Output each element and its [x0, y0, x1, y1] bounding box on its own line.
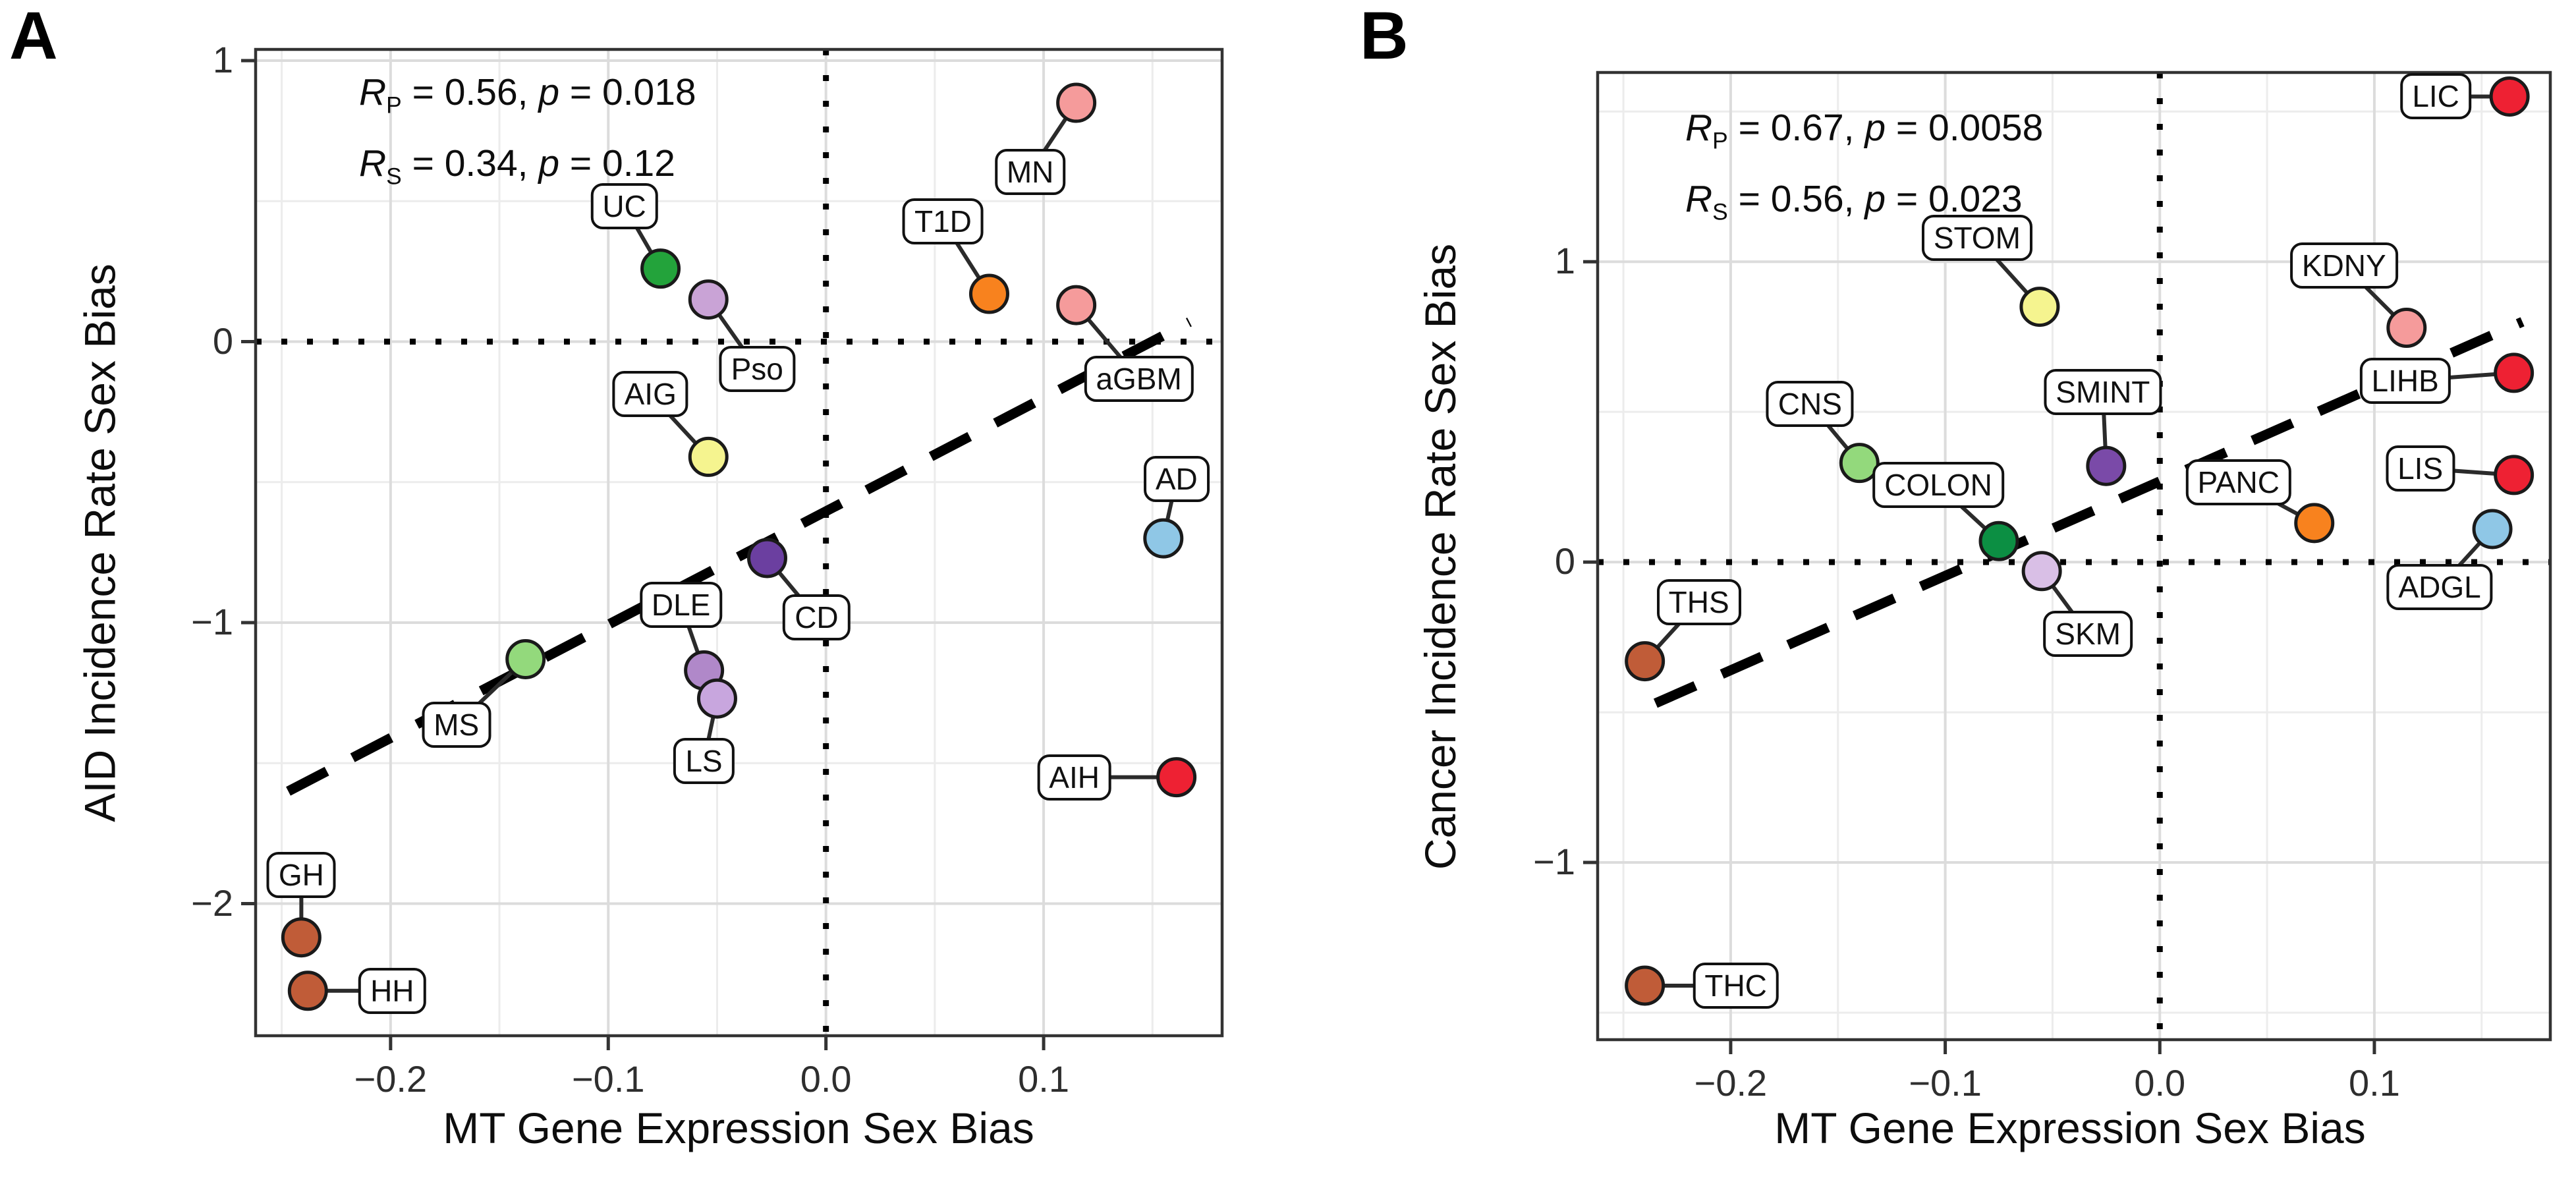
data-point-ADGL: [2472, 509, 2513, 549]
x-tick-label: −0.2: [1694, 1062, 1768, 1104]
point-label-AIG: AIG: [612, 371, 688, 418]
data-point-THS: [1625, 641, 1666, 682]
point-label-LIHB: LIHB: [2359, 357, 2451, 404]
data-point-AIG: [688, 436, 729, 477]
data-point-PANC: [2294, 503, 2335, 544]
y-tick-label: 1: [212, 39, 233, 81]
data-point-KDNY: [2386, 308, 2427, 349]
panel-B-border: [1596, 70, 2552, 1042]
point-label-Pso: Pso: [719, 345, 795, 392]
y-tick-label: −1: [191, 601, 233, 643]
data-point-AD: [1143, 518, 1184, 559]
point-label-THS: THS: [1656, 578, 1741, 625]
point-label-KDNY: KDNY: [2289, 242, 2398, 289]
y-tick-label: −1: [1533, 841, 1575, 883]
panel-a-x-axis-title: MT Gene Expression Sex Bias: [443, 1104, 1034, 1152]
data-point-CD: [746, 538, 787, 578]
data-point-Pso: [688, 279, 729, 320]
x-tick-label: 0.0: [2134, 1062, 2186, 1104]
point-label-T1D: T1D: [903, 198, 984, 245]
data-point-UC: [640, 248, 681, 289]
panel-b-x-axis-title: MT Gene Expression Sex Bias: [1774, 1104, 2366, 1152]
data-point-LIC: [2489, 76, 2530, 117]
point-label-SMINT: SMINT: [2044, 369, 2162, 416]
y-tick-label: −2: [191, 882, 233, 924]
trend-line: [1653, 317, 2525, 708]
x-tick-label: −0.1: [1909, 1062, 1982, 1104]
point-label-STOM: STOM: [1921, 214, 2032, 261]
point-label-DLE: DLE: [639, 581, 723, 628]
data-point-SKM: [2021, 551, 2062, 592]
y-tick-label: 0: [1554, 540, 1575, 582]
point-label-aGBM: aGBM: [1084, 356, 1194, 403]
panel-B-background: [1598, 72, 2550, 1040]
point-label-ADGL: ADGL: [2386, 563, 2493, 610]
y-tick-label: 1: [1554, 240, 1575, 282]
data-point-THC: [1625, 965, 1666, 1006]
data-point-HH: [287, 971, 328, 1011]
point-label-COLON: COLON: [1872, 462, 2004, 509]
data-point-T1D: [968, 273, 1009, 314]
point-label-THC: THC: [1693, 962, 1779, 1009]
data-point-GH: [281, 917, 322, 958]
x-tick-label: 0.1: [1018, 1058, 1069, 1100]
panel-b-letter: B: [1360, 0, 1409, 73]
point-label-SKM: SKM: [2043, 610, 2133, 657]
point-label-LIS: LIS: [2386, 445, 2455, 492]
x-tick-label: −0.1: [571, 1058, 645, 1100]
point-label-UC: UC: [590, 183, 658, 229]
point-label-GH: GH: [266, 851, 336, 898]
point-label-LS: LS: [673, 738, 735, 785]
data-point-aGBM: [1056, 285, 1097, 325]
x-tick-label: 0.0: [800, 1058, 852, 1100]
data-point-LIS: [2494, 455, 2534, 495]
data-point-AIH: [1156, 757, 1197, 798]
data-point-STOM: [2019, 287, 2060, 327]
data-point-LS: [696, 678, 737, 719]
x-tick-label: 0.1: [2349, 1062, 2400, 1104]
panel-b-y-axis-title: Cancer Incidence Rate Sex Bias: [1416, 243, 1465, 870]
point-label-HH: HH: [358, 967, 426, 1014]
panel-A-background: [256, 49, 1222, 1036]
panel-A-border: [254, 47, 1224, 1038]
point-label-CD: CD: [783, 594, 851, 640]
data-point-MN: [1056, 82, 1097, 123]
point-label-CNS: CNS: [1766, 380, 1854, 427]
y-tick-label: 0: [212, 320, 233, 362]
point-label-MN: MN: [994, 149, 1066, 196]
panel-a-letter: A: [9, 0, 58, 73]
point-label-PANC: PANC: [2185, 459, 2291, 505]
data-point-COLON: [1978, 521, 2019, 561]
data-point-SMINT: [2086, 445, 2127, 486]
data-point-MS: [505, 638, 546, 679]
point-label-LIC: LIC: [2400, 73, 2471, 120]
point-label-MS: MS: [422, 702, 491, 748]
x-tick-label: −0.2: [354, 1058, 428, 1100]
data-point-LIHB: [2494, 352, 2534, 393]
point-label-AD: AD: [1143, 456, 1210, 503]
panel-a-y-axis-title: AID Incidence Rate Sex Bias: [75, 264, 125, 822]
point-label-AIH: AIH: [1037, 754, 1111, 801]
